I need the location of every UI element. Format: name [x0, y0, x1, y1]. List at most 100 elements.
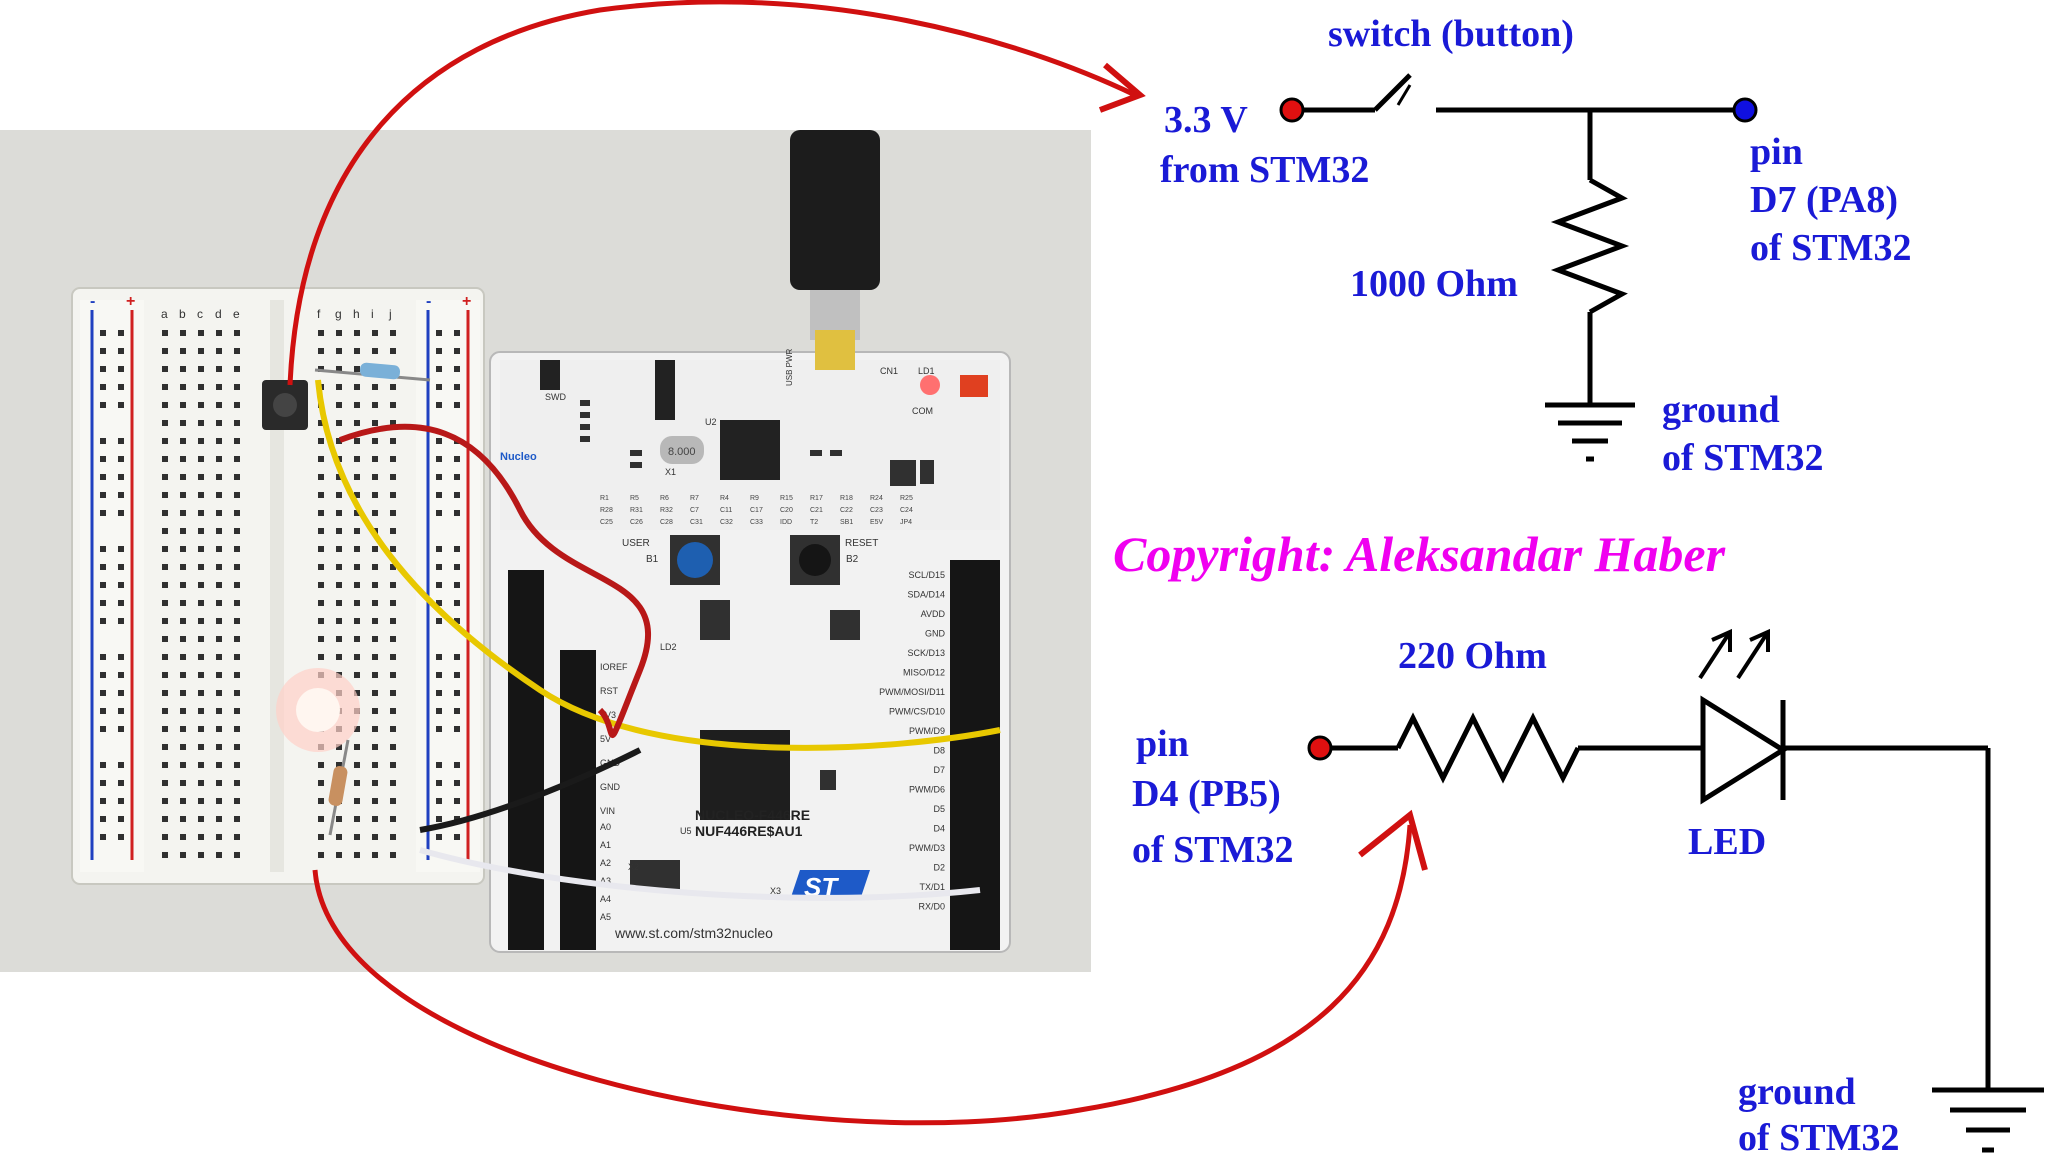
breadboard-hole [390, 780, 396, 786]
rail-hole [100, 402, 106, 408]
breadboard-hole [390, 852, 396, 858]
breadboard-hole [198, 456, 204, 462]
breadboard-hole [180, 636, 186, 642]
breadboard-hole [372, 690, 378, 696]
breadboard-hole [336, 816, 342, 822]
rail-hole [436, 510, 442, 516]
breadboard-hole [198, 564, 204, 570]
breadboard-hole [234, 798, 240, 804]
breadboard-hole [162, 492, 168, 498]
breadboard-hole [318, 582, 324, 588]
breadboard-hole [198, 600, 204, 606]
breadboard-hole [390, 762, 396, 768]
breadboard-hole [336, 402, 342, 408]
component-designator: C7 [690, 507, 699, 514]
breadboard-column-letter: c [197, 307, 203, 321]
breadboard-hole [162, 510, 168, 516]
breadboard-hole [162, 456, 168, 462]
breadboard-hole [390, 330, 396, 336]
breadboard-hole [372, 456, 378, 462]
rail-hole [436, 366, 442, 372]
breadboard-hole [354, 618, 360, 624]
breadboard-hole [336, 384, 342, 390]
rail-hole [100, 474, 106, 480]
rail-hole [118, 654, 124, 660]
breadboard-hole [318, 762, 324, 768]
breadboard-hole [390, 546, 396, 552]
breadboard-hole [198, 348, 204, 354]
u5-label: U5 [680, 826, 692, 836]
breadboard-hole [216, 600, 222, 606]
breadboard-hole [180, 384, 186, 390]
breadboard-hole [336, 834, 342, 840]
rail-hole [100, 618, 106, 624]
breadboard-hole [234, 636, 240, 642]
breadboard-hole [216, 492, 222, 498]
rail-hole [436, 816, 442, 822]
component-designator: R6 [660, 495, 669, 502]
rail-hole [100, 582, 106, 588]
breadboard-hole [198, 492, 204, 498]
component-designator: C33 [750, 519, 763, 526]
breadboard-hole [162, 600, 168, 606]
rail-hole [454, 402, 460, 408]
rail-hole [118, 474, 124, 480]
breadboard-hole [234, 384, 240, 390]
breadboard-hole [234, 420, 240, 426]
breadboard-hole [354, 780, 360, 786]
breadboard-hole [216, 582, 222, 588]
breadboard-hole [390, 402, 396, 408]
rail-hole [454, 654, 460, 660]
breadboard-hole [162, 672, 168, 678]
breadboard-hole [198, 636, 204, 642]
breadboard-hole [216, 420, 222, 426]
rail-hole [100, 654, 106, 660]
rail-hole [454, 366, 460, 372]
source-voltage-label: 3.3 V [1164, 99, 1248, 141]
breadboard-hole [354, 582, 360, 588]
header-pin-name: PWM/MOSI/D11 [879, 687, 945, 697]
breadboard-hole [216, 456, 222, 462]
breadboard-hole [390, 798, 396, 804]
rail-hole [454, 600, 460, 606]
rail-hole [118, 780, 124, 786]
breadboard-hole [372, 762, 378, 768]
breadboard-hole [180, 690, 186, 696]
breadboard-hole [234, 708, 240, 714]
rail-hole [100, 834, 106, 840]
breadboard-hole [234, 780, 240, 786]
circuit-photo: NUCLEO-F446RE NUF446RE$AU1 www.st.com/st… [0, 130, 1091, 972]
breadboard-hole [234, 816, 240, 822]
rail-hole [436, 654, 442, 660]
component-designator: T2 [810, 519, 818, 526]
breadboard-hole [354, 366, 360, 372]
breadboard-hole [180, 618, 186, 624]
breadboard-hole [216, 474, 222, 480]
breadboard-hole [318, 780, 324, 786]
breadboard-hole [372, 708, 378, 714]
breadboard-column-letter: h [353, 307, 360, 321]
rail-hole [436, 546, 442, 552]
breadboard-hole [336, 330, 342, 336]
breadboard-hole [234, 402, 240, 408]
rail-hole [118, 384, 124, 390]
component-designator: C26 [630, 519, 643, 526]
breadboard-hole [390, 492, 396, 498]
header-pin-name: D7 [933, 765, 945, 775]
breadboard-hole [234, 672, 240, 678]
breadboard-hole [198, 528, 204, 534]
com-label: COM [912, 406, 933, 416]
component-designator: SB1 [840, 519, 853, 526]
breadboard-hole [180, 798, 186, 804]
breadboard-hole [390, 618, 396, 624]
header-pin-name: PWM/CS/D10 [889, 707, 945, 717]
component-designator: R24 [870, 495, 883, 502]
breadboard-hole [162, 726, 168, 732]
breadboard-hole [354, 402, 360, 408]
breadboard-hole [336, 564, 342, 570]
breadboard-hole [180, 528, 186, 534]
breadboard-hole [354, 438, 360, 444]
swd-label: SWD [545, 392, 566, 402]
switch-label: switch (button) [1328, 13, 1574, 55]
rail-hole [118, 564, 124, 570]
